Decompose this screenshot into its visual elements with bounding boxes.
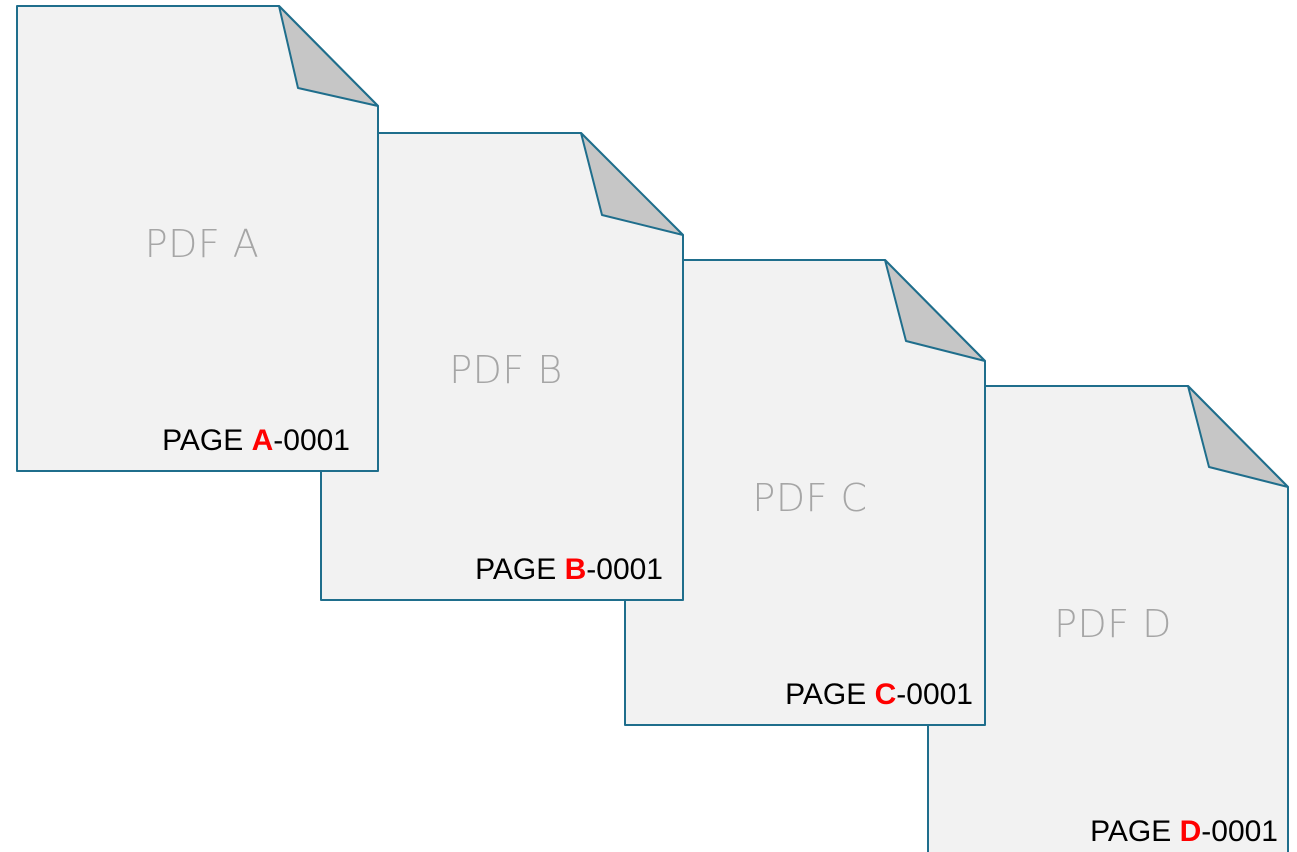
page-letter-b: B xyxy=(565,553,587,586)
pdf-document-a: PDF A PAGE A-0001 xyxy=(16,5,379,472)
page-label-a: PAGE A-0001 xyxy=(162,424,350,457)
page-letter-c: C xyxy=(875,678,897,711)
page-label-suffix-a: -0001 xyxy=(273,424,350,457)
page-fold-d xyxy=(1187,385,1289,488)
page-sheet-b xyxy=(320,132,684,601)
doc-title-d: PDF D xyxy=(1054,602,1172,646)
page-label-b: PAGE B-0001 xyxy=(475,553,663,586)
page-label-prefix-d: PAGE xyxy=(1090,815,1179,848)
page-label-prefix-c: PAGE xyxy=(785,678,874,711)
pdf-document-c: PDF C PAGE C-0001 xyxy=(624,259,986,726)
page-fold-a xyxy=(278,5,379,107)
page-label-suffix-c: -0001 xyxy=(896,678,973,711)
page-label-d: PAGE D-0001 xyxy=(1090,815,1278,848)
page-sheet-c xyxy=(624,259,986,726)
page-fold-b xyxy=(580,132,684,236)
page-label-suffix-d: -0001 xyxy=(1201,815,1278,848)
page-fold-c xyxy=(884,259,986,362)
page-label-suffix-b: -0001 xyxy=(586,553,663,586)
doc-title-a: PDF A xyxy=(145,222,260,266)
page-sheet-a xyxy=(16,5,379,472)
page-letter-d: D xyxy=(1180,815,1202,848)
page-label-prefix-b: PAGE xyxy=(475,553,564,586)
pdf-document-b: PDF B PAGE B-0001 xyxy=(320,132,684,601)
doc-title-c: PDF C xyxy=(752,476,867,520)
page-label-c: PAGE C-0001 xyxy=(785,678,973,711)
doc-title-b: PDF B xyxy=(449,348,563,392)
page-label-prefix-a: PAGE xyxy=(162,424,251,457)
page-sheet-d xyxy=(927,385,1289,852)
pdf-document-d: PDF D PAGE D-0001 xyxy=(927,385,1289,852)
page-letter-a: A xyxy=(252,424,274,457)
